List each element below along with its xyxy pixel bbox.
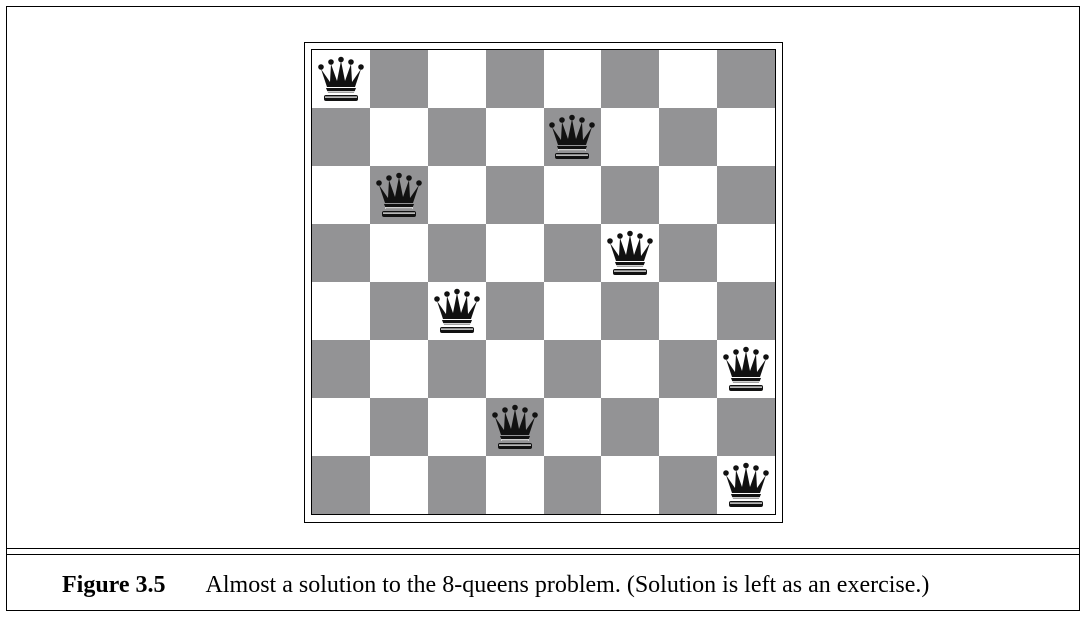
board-square-r6-c2	[369, 340, 428, 398]
board-square-r6-c3	[427, 340, 486, 398]
board-square-r6-c6	[601, 340, 660, 398]
board-square-r5-c3	[427, 282, 486, 340]
board-square-r3-c5	[543, 166, 602, 224]
board-square-r5-c6	[601, 282, 660, 340]
board-square-r1-c2	[369, 50, 428, 108]
board-square-r5-c8	[717, 282, 775, 340]
board-square-r4-c5	[543, 224, 602, 282]
board-square-r7-c3	[427, 398, 486, 456]
board-square-r3-c8	[717, 166, 775, 224]
board-square-r5-c4	[485, 282, 544, 340]
board-square-r3-c1	[312, 166, 370, 224]
figure-label: Figure 3.5	[62, 571, 166, 598]
chess-queen-icon	[374, 172, 424, 218]
chessboard	[311, 49, 776, 515]
board-square-r8-c7	[659, 456, 718, 514]
board-square-r5-c7	[659, 282, 718, 340]
chess-queen-icon	[547, 114, 597, 160]
board-square-r8-c5	[543, 456, 602, 514]
board-square-r7-c6	[601, 398, 660, 456]
board-square-r1-c7	[659, 50, 718, 108]
board-square-r1-c1	[312, 50, 370, 108]
board-square-r5-c5	[543, 282, 602, 340]
board-square-r2-c7	[659, 108, 718, 166]
board-square-r8-c4	[485, 456, 544, 514]
board-square-r1-c6	[601, 50, 660, 108]
board-square-r2-c1	[312, 108, 370, 166]
caption-text: Almost a solution to the 8-queens proble…	[205, 571, 930, 598]
board-square-r4-c2	[369, 224, 428, 282]
board-square-r2-c6	[601, 108, 660, 166]
board-square-r3-c4	[485, 166, 544, 224]
board-square-r1-c5	[543, 50, 602, 108]
board-square-r7-c8	[717, 398, 775, 456]
chessboard-border	[304, 42, 783, 523]
board-square-r5-c2	[369, 282, 428, 340]
board-square-r3-c7	[659, 166, 718, 224]
board-square-r2-c8	[717, 108, 775, 166]
board-square-r1-c8	[717, 50, 775, 108]
board-square-r4-c4	[485, 224, 544, 282]
chess-queen-icon	[721, 346, 771, 392]
chess-queen-icon	[316, 56, 366, 102]
board-square-r2-c2	[369, 108, 428, 166]
board-square-r2-c4	[485, 108, 544, 166]
board-square-r6-c4	[485, 340, 544, 398]
chess-queen-icon	[605, 230, 655, 276]
board-square-r3-c6	[601, 166, 660, 224]
board-square-r2-c3	[427, 108, 486, 166]
board-square-r7-c4	[485, 398, 544, 456]
board-square-r6-c8	[717, 340, 775, 398]
board-square-r5-c1	[312, 282, 370, 340]
board-square-r7-c1	[312, 398, 370, 456]
board-square-r8-c8	[717, 456, 775, 514]
figure-caption: Figure 3.5 Almost a solution to the 8-qu…	[62, 568, 929, 602]
board-square-r6-c1	[312, 340, 370, 398]
board-square-r8-c1	[312, 456, 370, 514]
board-square-r4-c8	[717, 224, 775, 282]
figure-frame	[6, 6, 1080, 611]
board-square-r3-c2	[369, 166, 428, 224]
caption-divider-bottom	[6, 554, 1080, 555]
board-square-r7-c2	[369, 398, 428, 456]
board-square-r4-c1	[312, 224, 370, 282]
board-square-r3-c3	[427, 166, 486, 224]
caption-divider-top	[6, 548, 1080, 549]
board-square-r7-c5	[543, 398, 602, 456]
chess-queen-icon	[490, 404, 540, 450]
board-square-r8-c6	[601, 456, 660, 514]
chess-queen-icon	[721, 462, 771, 508]
board-square-r4-c3	[427, 224, 486, 282]
board-square-r6-c5	[543, 340, 602, 398]
board-square-r4-c7	[659, 224, 718, 282]
board-square-r4-c6	[601, 224, 660, 282]
board-square-r1-c3	[427, 50, 486, 108]
board-square-r1-c4	[485, 50, 544, 108]
board-square-r7-c7	[659, 398, 718, 456]
board-square-r8-c2	[369, 456, 428, 514]
board-square-r8-c3	[427, 456, 486, 514]
chess-queen-icon	[432, 288, 482, 334]
board-square-r6-c7	[659, 340, 718, 398]
board-square-r2-c5	[543, 108, 602, 166]
